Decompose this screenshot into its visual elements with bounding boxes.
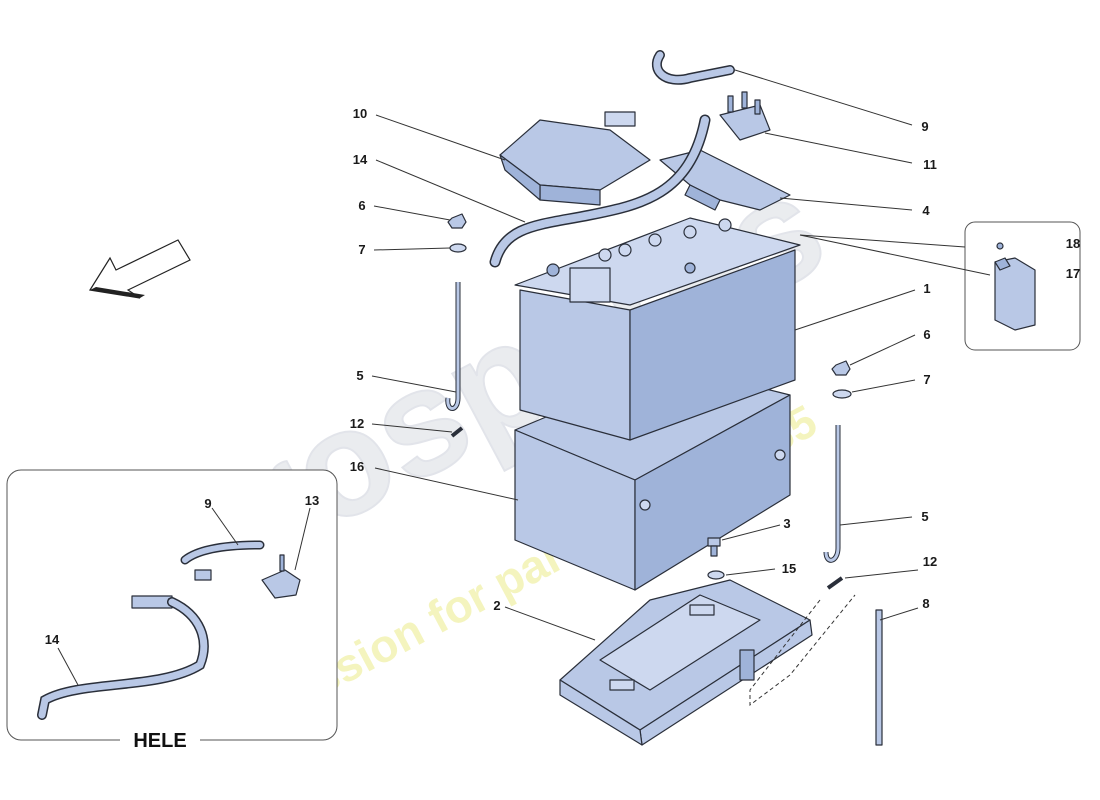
callout-16: 16 <box>350 459 364 474</box>
inset-cap-detail <box>799 221 1081 351</box>
callout-18: 18 <box>1066 236 1080 251</box>
cable-part-14 <box>489 114 711 268</box>
battery-tray <box>559 579 813 746</box>
front-direction-arrow-icon <box>89 239 191 299</box>
callout-6b: 6 <box>923 327 930 342</box>
assembly-line <box>749 594 856 706</box>
terminal-part-11 <box>719 91 771 141</box>
pin-right <box>826 576 844 590</box>
washer-right <box>832 389 852 399</box>
inset-hele-title: HELE <box>133 730 186 752</box>
callout-inset-13: 13 <box>305 493 319 508</box>
callout-3: 3 <box>783 516 790 531</box>
callout-inset-9: 9 <box>204 496 211 511</box>
callout-8: 8 <box>922 596 929 611</box>
nut-right <box>831 360 851 376</box>
callout-5b: 5 <box>921 509 928 524</box>
nut-left <box>447 213 467 229</box>
hold-down-rod-right <box>823 425 841 563</box>
washer-15 <box>707 570 725 580</box>
leader-lines <box>371 69 919 641</box>
callout-6: 6 <box>358 198 365 213</box>
callout-inset-14: 14 <box>45 632 60 647</box>
callout-11: 11 <box>923 157 937 172</box>
callout-14: 14 <box>353 152 368 167</box>
inset-hele: HELE 9 13 14 <box>6 469 338 752</box>
callout-12: 12 <box>350 416 364 431</box>
callout-15: 15 <box>782 561 796 576</box>
pin-left <box>450 426 464 438</box>
callouts: 10 14 6 7 5 12 16 9 11 4 18 17 1 6 7 5 3… <box>350 106 1080 613</box>
battery <box>514 217 801 441</box>
screw <box>707 537 721 557</box>
hold-down-rod-left <box>445 282 461 411</box>
callout-2: 2 <box>493 598 500 613</box>
rod-part-8 <box>875 609 883 746</box>
callout-1: 1 <box>923 281 930 296</box>
cable-part-9 <box>651 50 735 85</box>
callout-5: 5 <box>356 368 363 383</box>
callout-12b: 12 <box>923 554 937 569</box>
callout-4: 4 <box>922 203 930 218</box>
callout-9: 9 <box>921 119 928 134</box>
callout-7: 7 <box>358 242 365 257</box>
fuse-box-cover <box>499 111 651 206</box>
washer-left <box>449 243 467 253</box>
callout-17: 17 <box>1066 266 1080 281</box>
callout-10: 10 <box>353 106 367 121</box>
callout-7b: 7 <box>923 372 930 387</box>
